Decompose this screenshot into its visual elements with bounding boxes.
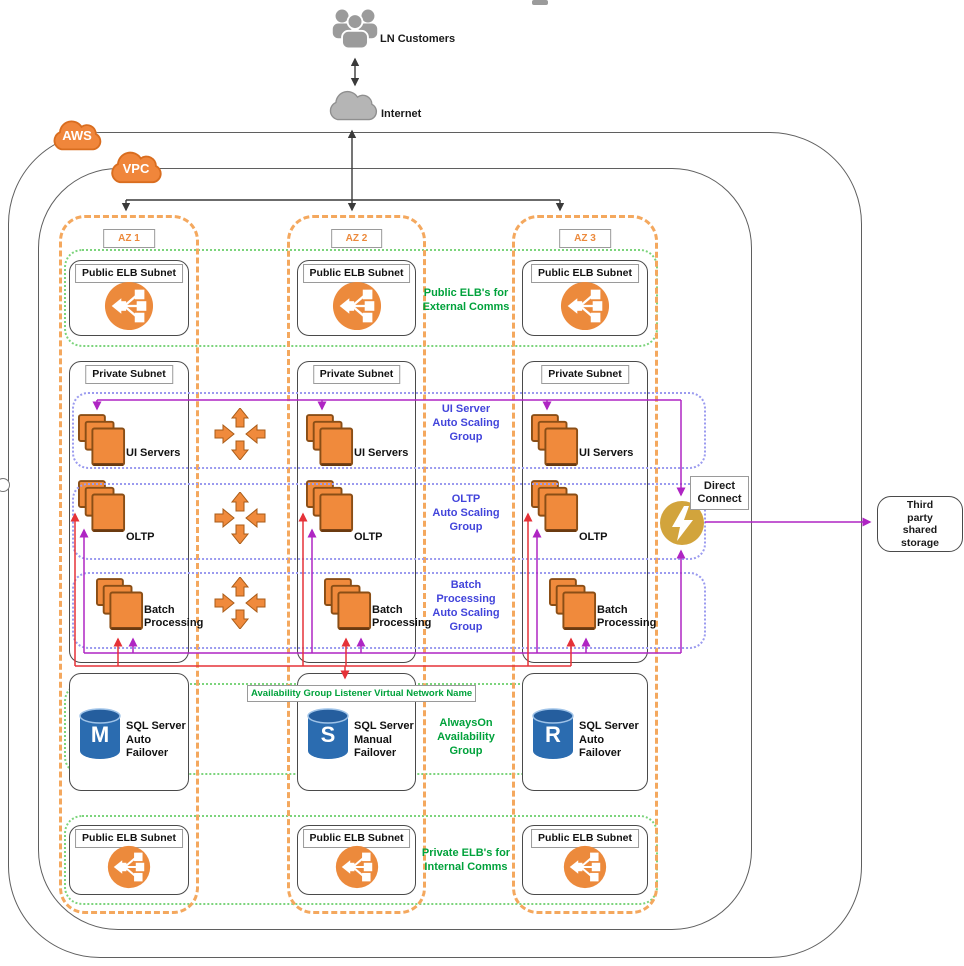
auto-scaling-icon [214,491,266,545]
customers-icon [330,6,380,52]
batch-servers-icon [549,578,597,632]
az-label: AZ 1 [103,229,155,248]
sql-failover-mode: Manual Failover [354,733,397,760]
sql-name: SQL Server [579,720,639,732]
boundary-connector-dot [0,478,10,492]
public-elb-subnet-top: Public ELB Subnet [69,260,189,336]
ui-servers-icon [306,414,354,468]
public-elb-subnet-top: Public ELB Subnet [522,260,648,336]
database-letter: R [545,722,561,747]
database-letter: M [90,722,110,747]
load-balancer-icon [332,281,382,331]
availability-zone-2: AZ 2 Public ELB Subnet Private Subnet UI… [287,215,431,914]
oltp-label: OLTP [126,531,155,543]
sql-failover-mode: Auto Failover [126,733,169,760]
sql-server-label: SQL Server Auto Failover [579,720,647,761]
internet-label: Internet [381,108,422,120]
vpc-boundary [38,168,752,930]
subnet-label: Public ELB Subnet [75,829,183,848]
subnet-label: Private Subnet [85,365,173,384]
availability-zone-3: AZ 3 Public ELB Subnet Private Subnet UI… [512,215,658,914]
database-icon: S [306,708,350,762]
subnet-label: Private Subnet [312,365,401,384]
ui-auto-scaling-region [72,392,706,469]
load-balancer-icon [335,845,379,889]
vpc-label: VPC [122,161,150,176]
az-label: AZ 2 [330,229,383,248]
batch-servers-icon [324,578,372,632]
database-icon: M [78,708,122,762]
oltp-asg-note: OLTP Auto Scaling Group [432,493,500,533]
ui-servers-icon [78,414,126,468]
direct-connect-label: Direct Connect [690,476,749,510]
load-balancer-icon [560,281,610,331]
sql-server-box: M SQL Server Auto Failover [69,673,189,791]
third-party-storage: Third party shared storage [877,496,963,552]
load-balancer-icon [107,845,151,889]
oltp-auto-scaling-region [72,483,706,560]
ui-servers-label: UI Servers [579,447,634,459]
subnet-label: Private Subnet [541,365,629,384]
az-label: AZ 3 [559,229,611,248]
subnet-label: Public ELB Subnet [531,829,639,848]
oltp-label: OLTP [579,531,608,543]
alwayson-note: AlwaysOn Availability Group [437,717,495,757]
batch-label: Batch Processing [144,604,204,629]
sql-server-label: SQL Server Auto Failover [126,720,188,761]
ui-servers-label: UI Servers [354,447,409,459]
availability-zone-1: AZ 1 Public ELB Subnet Private Subnet UI… [59,215,203,914]
database-letter: S [320,722,336,747]
auto-scaling-icon [214,407,266,461]
ui-servers-icon [531,414,579,468]
internet-cloud-icon [326,88,380,126]
batch-servers-icon [96,578,144,632]
sql-name: SQL Server [354,720,414,732]
oltp-label: OLTP [354,531,383,543]
public-elb-subnet-top: Public ELB Subnet [297,260,416,336]
load-balancer-icon [104,281,154,331]
public-elb-subnet-bottom: Public ELB Subnet [522,825,648,895]
batch-label: Batch Processing [597,604,657,629]
load-balancer-icon [563,845,607,889]
oltp-servers-icon [306,480,354,534]
sql-server-box: R SQL Server Auto Failover [522,673,648,791]
subnet-label: Public ELB Subnet [302,264,411,283]
availability-group-listener-label: Availability Group Listener Virtual Netw… [247,685,477,702]
database-icon: R [531,708,575,762]
customers-label: LN Customers [380,33,456,45]
subnet-label: Public ELB Subnet [531,264,639,283]
auto-scaling-icon [214,576,266,630]
external-comms-note: Public ELB's for External Comms [422,287,510,313]
subnet-label: Public ELB Subnet [302,829,411,848]
internal-comms-note: Private ELB's for Internal Comms [421,847,511,873]
batch-auto-scaling-region [72,572,706,649]
batch-asg-note: Batch Processing Auto Scaling Group [432,579,500,633]
public-elb-subnet-bottom: Public ELB Subnet [297,825,416,895]
ui-asg-note: UI Server Auto Scaling Group [432,403,500,443]
subnet-label: Public ELB Subnet [75,264,183,283]
batch-label: Batch Processing [372,604,432,629]
vpc-cloud-icon: VPC [105,148,167,186]
public-elb-subnet-bottom: Public ELB Subnet [69,825,189,895]
aws-cloud-icon: AWS [46,117,108,153]
cropped-artifact [532,0,548,5]
sql-failover-mode: Auto Failover [579,733,622,760]
ui-servers-label: UI Servers [126,447,181,459]
aws-label: AWS [62,128,92,143]
aws-cloud-boundary [8,132,862,958]
oltp-servers-icon [531,480,579,534]
sql-server-label: SQL Server Manual Failover [354,720,415,761]
sql-name: SQL Server [126,720,186,732]
